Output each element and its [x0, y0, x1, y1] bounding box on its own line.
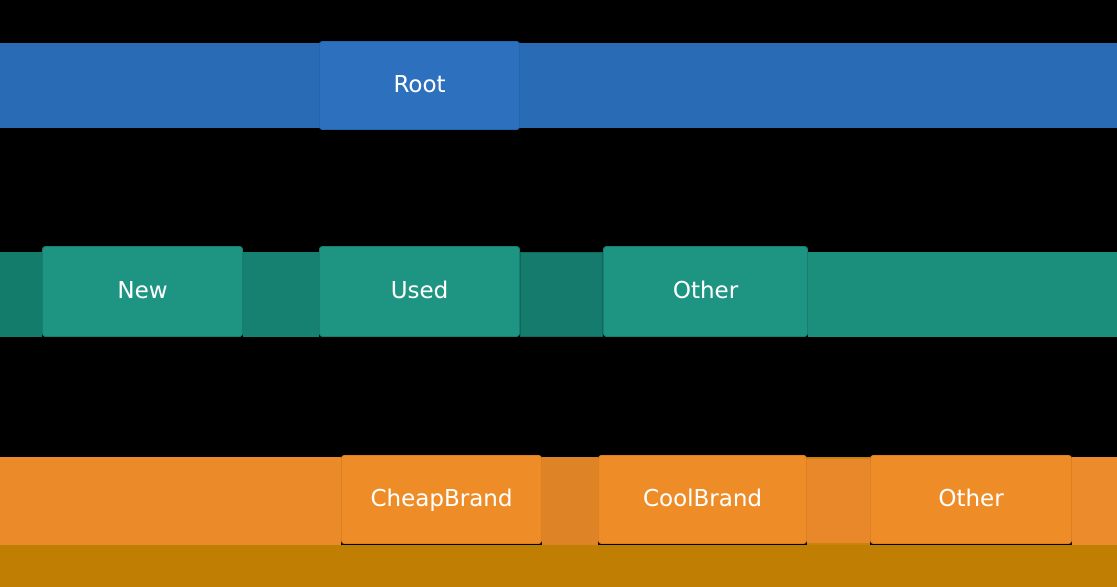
- level1-band-left: [0, 252, 42, 337]
- level1-band-gap1: [243, 252, 319, 337]
- node-other-level2-label: Other: [938, 486, 1004, 512]
- level1-band-gap2: [520, 252, 603, 337]
- node-cheapbrand-label: CheapBrand: [370, 486, 513, 512]
- node-root-label: Root: [393, 72, 446, 98]
- node-used[interactable]: Used: [319, 246, 520, 337]
- level2-band-left: [0, 457, 341, 545]
- node-used-label: Used: [390, 278, 449, 304]
- connector-stub-root: [417, 130, 424, 136]
- level2-band-right: [1072, 457, 1117, 545]
- connector-stub-coolbrand-top: [703, 449, 710, 455]
- level1-band-right: [808, 252, 1117, 337]
- node-other-level1[interactable]: Other: [603, 246, 808, 337]
- node-new[interactable]: New: [42, 246, 243, 337]
- node-other-level1-label: Other: [672, 278, 739, 304]
- node-other-level2[interactable]: Other: [870, 455, 1072, 544]
- level2-band-gap1: [542, 457, 598, 545]
- root-level-band: [0, 43, 1117, 128]
- node-coolbrand-label: CoolBrand: [642, 486, 763, 512]
- node-cheapbrand[interactable]: CheapBrand: [341, 455, 542, 544]
- node-root[interactable]: Root: [319, 41, 520, 130]
- leaf-band: [0, 545, 1117, 587]
- level2-band-gap2: [807, 457, 870, 545]
- node-coolbrand[interactable]: CoolBrand: [598, 455, 807, 544]
- node-new-label: New: [117, 278, 168, 304]
- connector-stub-other-bottom: [703, 337, 710, 343]
